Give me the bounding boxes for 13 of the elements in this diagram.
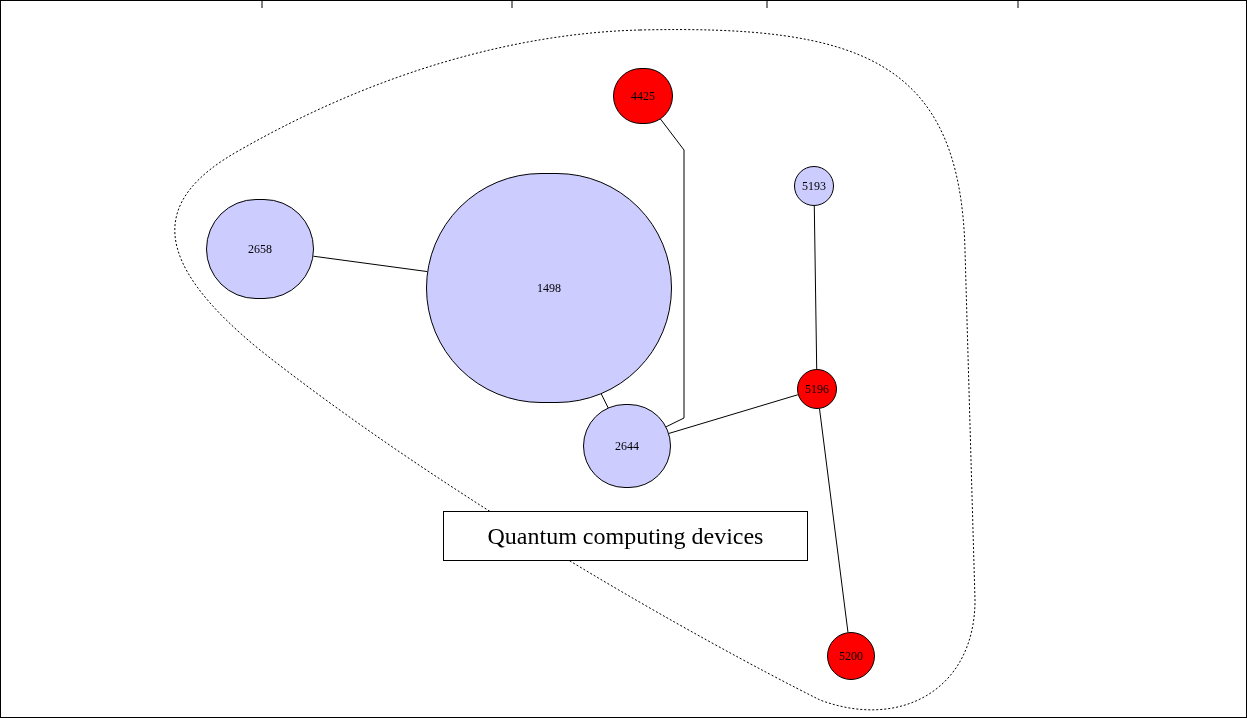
cluster-title: Quantum computing devices [443, 511, 808, 561]
connector-line [813, 205, 818, 370]
node-label: 4425 [631, 90, 655, 102]
node-label: 2658 [248, 243, 272, 255]
connector-line [659, 118, 685, 428]
connector-line [819, 408, 849, 633]
node-label: 2644 [615, 440, 639, 452]
node-label: 1498 [537, 282, 561, 294]
connector-line [312, 255, 428, 273]
connector-line [600, 391, 609, 409]
node-label: 5200 [839, 650, 863, 662]
node-label: 5193 [802, 180, 826, 192]
node-label: 5196 [805, 383, 829, 395]
